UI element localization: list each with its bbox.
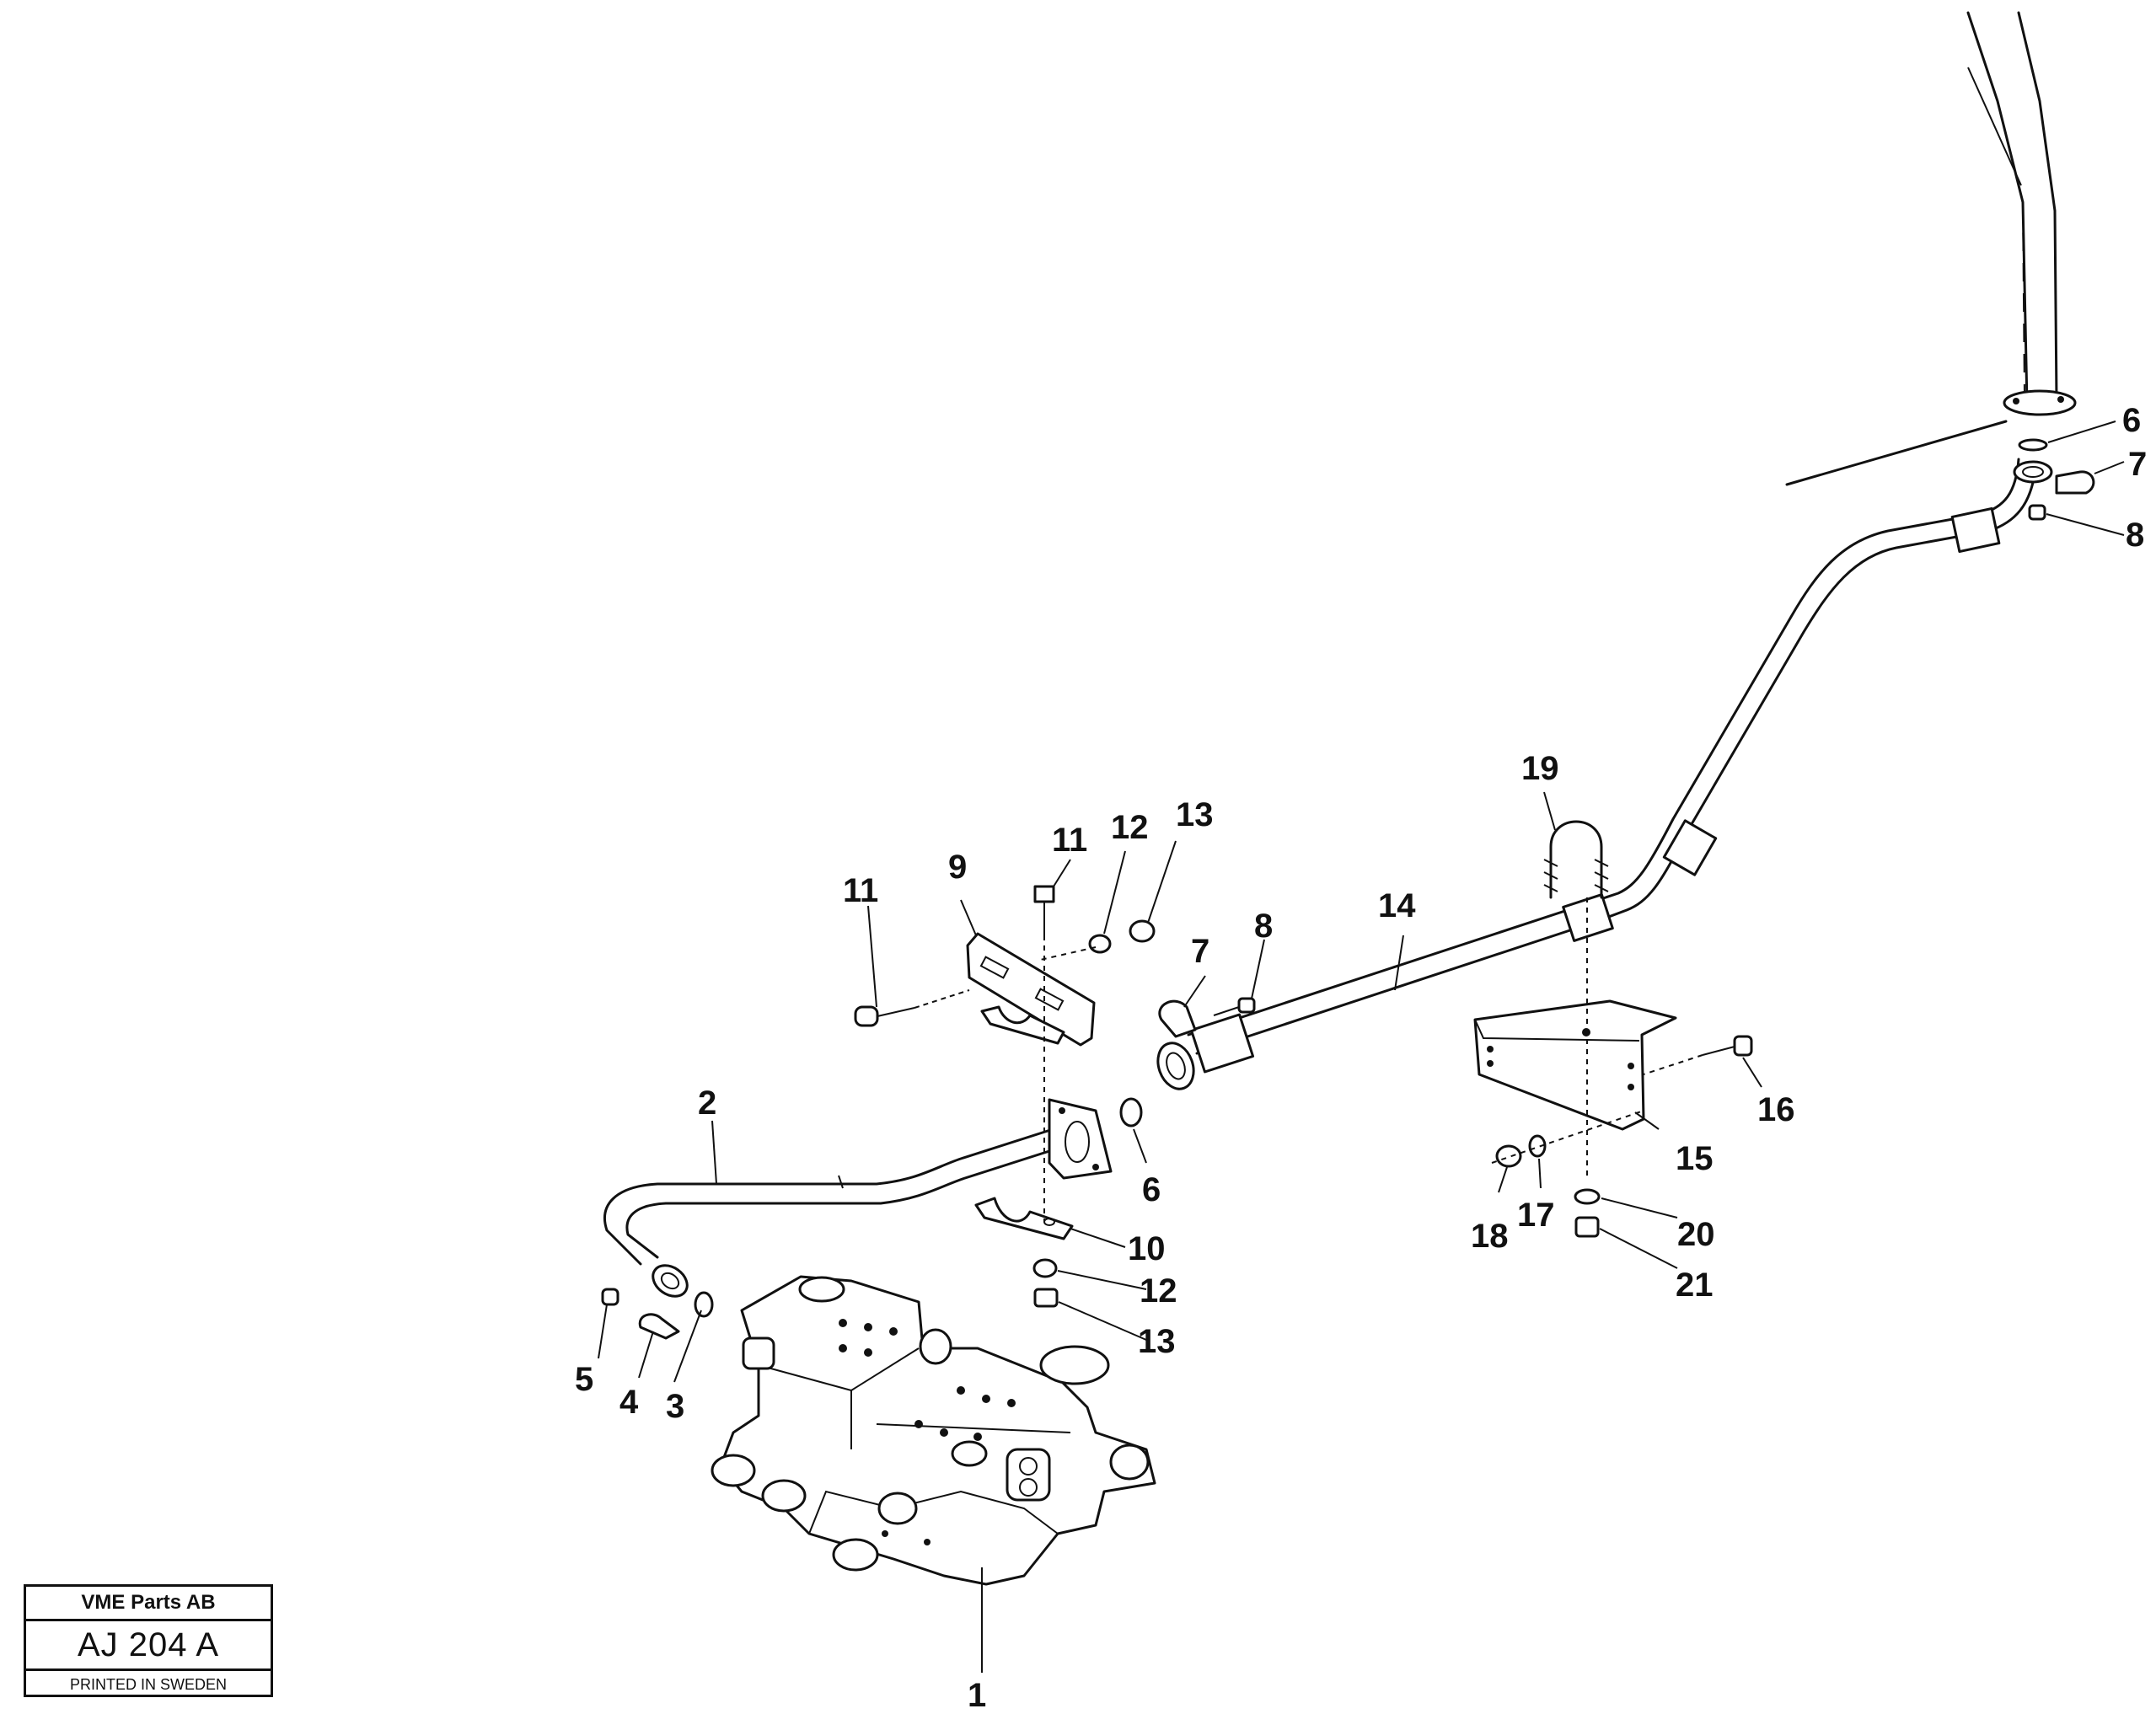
flange-plate: [1048, 1098, 1113, 1180]
callout-4: 4: [619, 1384, 639, 1421]
clamp-10: [974, 1197, 1074, 1240]
callout-9: 9: [948, 849, 967, 886]
printed-note: PRINTED IN SWEDEN: [69, 1676, 227, 1693]
bracket-15: [1473, 999, 1677, 1131]
control-valve-1: [711, 1275, 1156, 1586]
callout-13: 13: [1138, 1323, 1176, 1360]
leader-lines: [598, 420, 2125, 1673]
callout-1: 1: [968, 1677, 986, 1714]
callout-2: 2: [698, 1085, 716, 1122]
callout-7: 7: [1191, 933, 1209, 970]
callout-11: 11: [1052, 822, 1087, 859]
callout-3: 3: [666, 1388, 684, 1425]
callout-20: 20: [1677, 1216, 1715, 1253]
callout-6: 6: [1142, 1171, 1161, 1208]
callout-14: 14: [1378, 887, 1416, 924]
callout-13: 13: [1176, 796, 1214, 833]
callout-16: 16: [1757, 1091, 1795, 1128]
callout-19: 19: [1521, 750, 1559, 787]
callout-7: 7: [2128, 446, 2147, 483]
callout-21: 21: [1676, 1267, 1714, 1304]
callout-17: 17: [1517, 1197, 1555, 1234]
callout-10: 10: [1128, 1230, 1166, 1267]
callout-12: 12: [1140, 1272, 1177, 1310]
callout-11: 11: [843, 872, 878, 909]
o-ring-6: [1119, 1097, 1143, 1127]
company-name: VME Parts AB: [26, 1587, 271, 1621]
callout-6: 6: [2122, 402, 2141, 439]
pipe-2: [603, 1123, 1072, 1298]
pipe-14: [1156, 458, 2037, 1090]
bracket-9: [966, 932, 1096, 1047]
elbow-fitting-top: [2013, 460, 2053, 484]
callout-18: 18: [1471, 1218, 1509, 1255]
callout-labels: 1 2 3 4 5 6 6 7 7 8 8 9 10 11 11 12 12 1…: [575, 402, 2147, 1714]
title-block: VME Parts AB AJ 204 A PRINTED IN SWEDEN: [24, 1584, 273, 1697]
callout-8: 8: [2126, 517, 2144, 554]
small-hardware: [601, 438, 2095, 1340]
callout-5: 5: [575, 1361, 593, 1398]
machine-frame-outline: [1785, 11, 2077, 486]
u-bolt-19: [1543, 820, 1609, 1176]
callout-8: 8: [1254, 908, 1273, 945]
drawing-code: AJ 204 A: [26, 1621, 271, 1671]
callout-15: 15: [1676, 1140, 1714, 1177]
callout-12: 12: [1111, 809, 1149, 846]
